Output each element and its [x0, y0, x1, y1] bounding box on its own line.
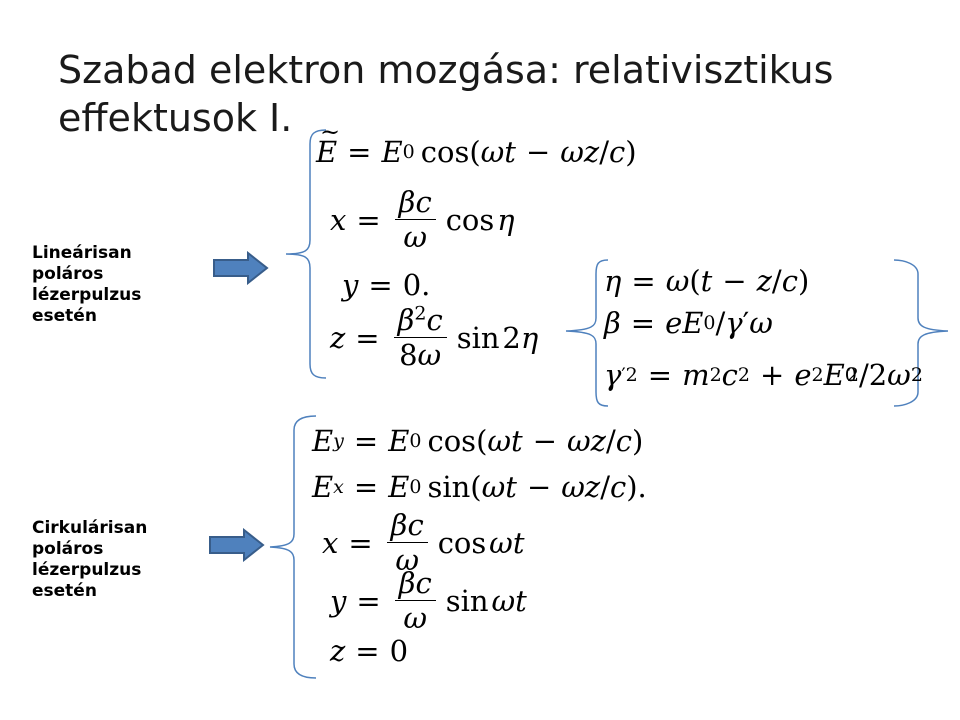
linear-polarization-label: Lineárisan poláros lézerpulzus esetén	[32, 243, 192, 327]
circular-polarization-label: Cirkulárisan poláros lézerpulzus esetén	[32, 518, 192, 602]
equation-eta: η=ω(t−z/c)	[604, 264, 810, 298]
equation-z-circular: z=0	[330, 634, 409, 668]
left-brace	[285, 129, 327, 379]
slide-title: Szabad elektron mozgása: relativisztikus…	[58, 48, 834, 140]
label-line: poláros	[32, 264, 104, 284]
label-line: Cirkulárisan	[32, 518, 148, 538]
right-arrow-icon	[213, 251, 269, 285]
left-brace	[269, 415, 317, 679]
right-brace	[893, 259, 949, 407]
right-arrow-icon	[209, 528, 265, 562]
left-brace	[565, 259, 609, 407]
label-line: lézerpulzus	[32, 560, 142, 580]
label-line: Lineárisan	[32, 243, 132, 263]
label-line: poláros	[32, 539, 104, 559]
label-line: esetén	[32, 306, 97, 326]
equation-y-linear: y=0.	[342, 268, 431, 302]
label-line: lézerpulzus	[32, 285, 142, 305]
label-line: esetén	[32, 581, 97, 601]
